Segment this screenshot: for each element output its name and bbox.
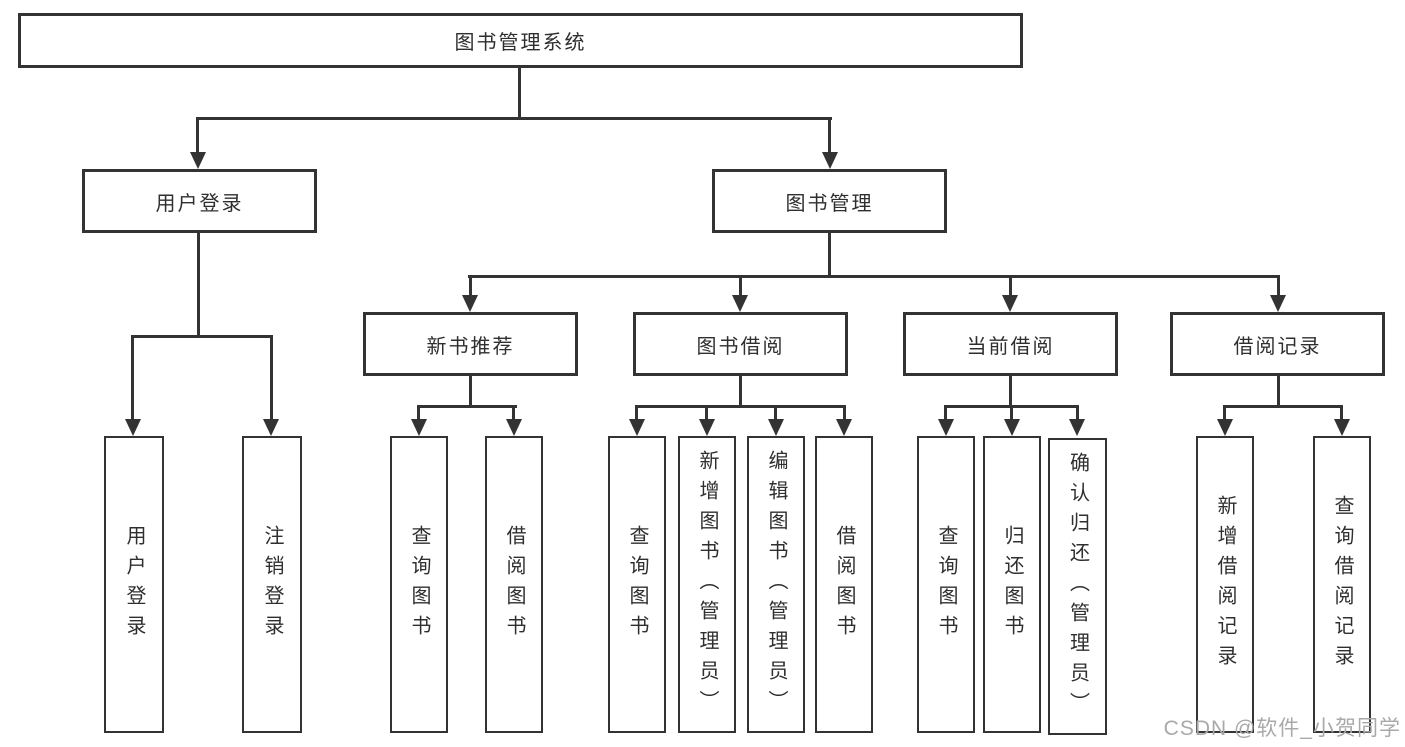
node-new-book-recommend: 新书推荐 <box>363 312 578 376</box>
node-library-system: 图书管理系统 <box>18 13 1023 68</box>
connector-line <box>197 233 200 338</box>
arrow-down-icon <box>1069 419 1085 436</box>
node-user-login-action: 用户登录 <box>104 436 164 733</box>
connector-line <box>131 335 273 338</box>
node-query-books-current: 查询图书 <box>917 436 975 733</box>
connector-line <box>828 117 831 153</box>
connector-line <box>417 405 517 408</box>
arrow-down-icon <box>506 419 522 436</box>
arrow-down-icon <box>190 152 206 169</box>
arrow-down-icon <box>462 295 478 312</box>
node-return-book: 归还图书 <box>983 436 1041 733</box>
node-borrow-books-recommend: 借阅图书 <box>485 436 543 733</box>
node-book-management: 图书管理 <box>712 169 947 233</box>
connector-line <box>512 405 515 421</box>
connector-line <box>1340 405 1343 421</box>
arrow-down-icon <box>732 295 748 312</box>
connector-line <box>518 68 521 120</box>
node-label: 图书借阅 <box>696 335 785 358</box>
node-label: 用户登录 <box>123 524 145 645</box>
node-user-login: 用户登录 <box>82 169 317 233</box>
arrow-down-icon <box>1004 419 1020 436</box>
arrow-down-icon <box>938 419 954 436</box>
node-query-borrow-record: 查询借阅记录 <box>1313 436 1371 733</box>
connector-line <box>774 405 777 421</box>
node-label: 归还图书 <box>1001 524 1023 645</box>
node-label: 查询图书 <box>626 524 648 645</box>
connector-line <box>944 405 947 421</box>
node-label: 当前借阅 <box>966 335 1055 358</box>
connector-line <box>1009 376 1012 408</box>
node-label: 借阅记录 <box>1233 335 1322 358</box>
connector-line <box>739 275 742 297</box>
arrow-down-icon <box>1002 295 1018 312</box>
node-label: 新增借阅记录 <box>1214 494 1236 675</box>
node-logout: 注销登录 <box>242 436 302 733</box>
node-current-borrow: 当前借阅 <box>903 312 1118 376</box>
connector-line <box>196 117 832 120</box>
node-label: 借阅图书 <box>503 524 525 645</box>
connector-line <box>1010 405 1013 421</box>
node-borrow-records: 借阅记录 <box>1170 312 1385 376</box>
connector-line <box>828 233 831 278</box>
arrow-down-icon <box>768 419 784 436</box>
node-label: 查询借阅记录 <box>1331 494 1353 675</box>
node-label: 确认归还（管理员） <box>1066 451 1089 722</box>
connector-line <box>131 335 134 421</box>
node-query-books-recommend: 查询图书 <box>390 436 448 733</box>
node-label: 查询图书 <box>408 524 430 645</box>
connector-line <box>739 376 742 408</box>
node-label: 图书管理系统 <box>454 32 587 54</box>
node-label: 用户登录 <box>155 192 244 215</box>
connector-line <box>1076 405 1079 421</box>
arrow-down-icon <box>263 419 279 436</box>
connector-line <box>1277 376 1280 408</box>
node-label: 新书推荐 <box>426 335 515 358</box>
connector-line <box>843 405 846 421</box>
connector-line <box>417 405 420 421</box>
connector-line <box>468 275 1280 278</box>
connector-line <box>469 376 472 408</box>
arrow-down-icon <box>629 419 645 436</box>
connector-line <box>1223 405 1343 408</box>
node-borrow-books-borrow: 借阅图书 <box>815 436 873 733</box>
node-add-borrow-record: 新增借阅记录 <box>1196 436 1254 733</box>
arrow-down-icon <box>1334 419 1350 436</box>
arrow-down-icon <box>1217 419 1233 436</box>
node-label: 查询图书 <box>935 524 957 645</box>
node-label: 注销登录 <box>261 524 283 645</box>
node-label: 借阅图书 <box>833 524 855 645</box>
connector-line <box>635 405 638 421</box>
arrow-down-icon <box>699 419 715 436</box>
node-label: 图书管理 <box>785 192 874 215</box>
arrow-down-icon <box>822 152 838 169</box>
node-add-book-admin: 新增图书（管理员） <box>678 436 736 733</box>
node-label: 新增图书（管理员） <box>696 449 718 720</box>
connector-line <box>469 275 472 297</box>
node-edit-book-admin: 编辑图书（管理员） <box>747 436 805 733</box>
arrow-down-icon <box>411 419 427 436</box>
connector-line <box>635 405 846 408</box>
node-book-borrow: 图书借阅 <box>633 312 848 376</box>
connector-line <box>196 117 199 153</box>
connector-line <box>270 335 273 421</box>
arrow-down-icon <box>125 419 141 436</box>
node-query-books-borrow: 查询图书 <box>608 436 666 733</box>
node-label: 编辑图书（管理员） <box>765 449 787 720</box>
connector-line <box>705 405 708 421</box>
arrow-down-icon <box>836 419 852 436</box>
watermark: CSDN @软件_小贺同学 <box>1163 717 1401 740</box>
arrow-down-icon <box>1270 295 1286 312</box>
connector-line <box>1223 405 1226 421</box>
node-confirm-return-admin: 确认归还（管理员） <box>1048 438 1107 735</box>
connector-line <box>1277 275 1280 297</box>
connector-line <box>1009 275 1012 297</box>
